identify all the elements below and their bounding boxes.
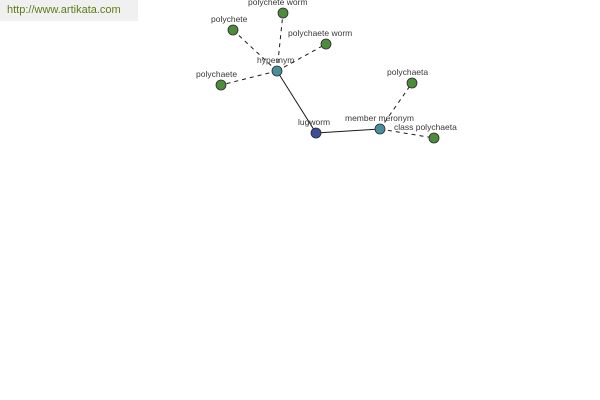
node-polychete-worm[interactable]: polychete worm xyxy=(248,0,308,19)
node-polychaete[interactable]: polychaete xyxy=(196,69,237,91)
node-label-lugworm: lugworm xyxy=(298,117,330,127)
node-label-polychaete-worm: polychaete worm xyxy=(288,28,352,38)
node-dot-polychete[interactable] xyxy=(227,24,239,36)
node-label-class-polychaeta: class polychaeta xyxy=(394,122,457,132)
source-url-link[interactable]: http://www.artikata.com xyxy=(7,4,121,16)
node-label-polychete-worm: polychete worm xyxy=(248,0,308,7)
node-dot-hypernym[interactable] xyxy=(271,65,283,77)
node-polychaeta[interactable]: polychaeta xyxy=(387,67,428,89)
node-dot-class-polychaeta[interactable] xyxy=(428,132,440,144)
edge-hypernym-polychaete xyxy=(220,70,278,86)
node-class-polychaeta[interactable]: class polychaeta xyxy=(394,122,457,144)
edges-layer xyxy=(220,12,435,139)
edge-member-meronym-polychaeta xyxy=(379,82,413,130)
edge-hypernym-polychete-worm xyxy=(276,12,284,72)
node-label-member-meronym: member meronym xyxy=(345,113,414,123)
node-label-hypernym: hypernym xyxy=(257,55,294,65)
edge-member-meronym-class-polychaeta xyxy=(379,128,435,139)
node-polychaete-worm[interactable]: polychaete worm xyxy=(288,28,352,50)
node-dot-polychaete[interactable] xyxy=(215,79,227,91)
node-dot-polychaete-worm[interactable] xyxy=(320,38,332,50)
node-polychete[interactable]: polychete xyxy=(211,14,248,36)
node-label-polychaeta: polychaeta xyxy=(387,67,428,77)
node-label-polychete: polychete xyxy=(211,14,248,24)
node-dot-lugworm[interactable] xyxy=(310,127,322,139)
edge-lugworm-member-meronym xyxy=(315,128,381,134)
edge-hypernym-polychaete-worm xyxy=(276,43,327,72)
node-member-meronym[interactable]: member meronym xyxy=(345,113,414,135)
node-dot-polychaeta[interactable] xyxy=(406,77,418,89)
node-dot-member-meronym[interactable] xyxy=(374,123,386,135)
node-dot-polychete-worm[interactable] xyxy=(277,7,289,19)
node-hypernym[interactable]: hypernym xyxy=(257,55,294,77)
node-lugworm[interactable]: lugworm xyxy=(298,117,330,139)
edge-lugworm-hypernym xyxy=(276,70,317,134)
edge-hypernym-polychete xyxy=(232,29,278,72)
node-label-polychaete: polychaete xyxy=(196,69,237,79)
source-url-banner: http://www.artikata.com xyxy=(0,0,138,21)
